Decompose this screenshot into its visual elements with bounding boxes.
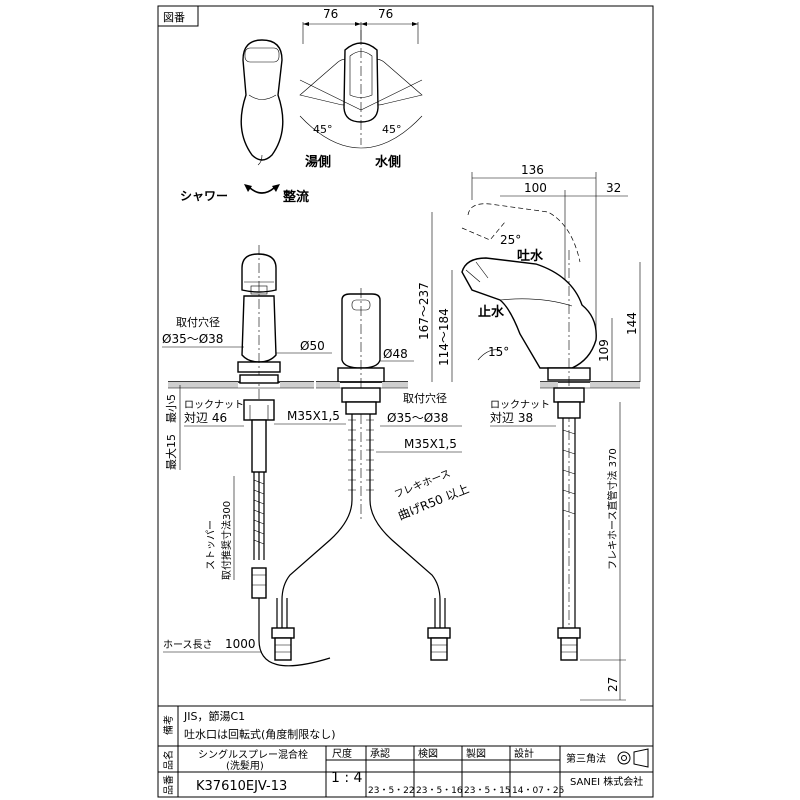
approve-date: 23・5・22 (368, 786, 415, 796)
side-spout-label: 吐水 (517, 248, 544, 264)
third-angle-projection-icon (617, 748, 649, 768)
side-dim-144: 144 (625, 312, 639, 335)
title-block: 備考 JIS，節湯C1 吐水口は回転式(角度制限なし) 品名 シングルスプレー混… (158, 705, 653, 797)
label-hot-side: 湯側 (305, 154, 331, 170)
top-view: 76 76 45° 45° 湯側 水側 (299, 7, 423, 170)
side-flex-straight: フレキホース直管寸法 370 (606, 448, 619, 570)
side-height-range2: 114～184 (437, 308, 451, 366)
front-mount-hole-title: 取付穴径 (176, 315, 220, 329)
handle-top-view (343, 42, 379, 123)
front-diameter: Ø50 (300, 339, 325, 353)
side-dim-136: 136 (521, 163, 544, 177)
center-mount-hole-title: 取付穴径 (403, 391, 447, 405)
side-locknut-title: ロックナット (490, 399, 550, 411)
side-view: 136 100 32 25° 吐水 止水 15° 167～237 (417, 163, 641, 701)
drawing-number-label: 図番 (163, 11, 185, 24)
scale-value: 1 : 4 (331, 770, 363, 786)
side-dim-27: 27 (606, 677, 620, 692)
check-label: 検図 (418, 747, 438, 760)
draft-label: 製図 (466, 747, 486, 760)
front-locknut-size: 対辺 46 (184, 411, 227, 425)
product-number: K37610EJV-13 (196, 779, 287, 794)
front-hose-length-label: ホース長さ (163, 639, 213, 651)
spray-mode-shower: シャワー (180, 189, 228, 203)
product-name-line1: シングルスプレー混合栓 (198, 748, 308, 761)
remarks-line2: 吐水口は回転式(角度制限なし) (184, 727, 336, 741)
side-dim-109: 109 (597, 339, 611, 362)
remarks-label: 備考 (162, 715, 175, 735)
name-label: 品名 (162, 750, 175, 770)
top-dim-right: 76 (378, 7, 393, 21)
center-thread: M35X1,5 (404, 437, 457, 451)
side-dim-100: 100 (524, 181, 547, 195)
front-thread: M35X1,5 (287, 409, 340, 423)
spray-head-top: シャワー 整流 (180, 39, 309, 205)
design-label: 設計 (514, 747, 534, 760)
side-locknut-size: 対辺 38 (490, 411, 533, 425)
drawing-number-box (157, 5, 199, 27)
side-stop-label: 止水 (478, 304, 505, 320)
center-diameter: Ø48 (383, 347, 408, 361)
check-date: 23・5・16 (416, 786, 463, 796)
scale-label: 尺度 (332, 747, 352, 760)
remarks-line1: JIS，節湯C1 (183, 709, 245, 723)
front-max-min: 最大15 最小5 (164, 394, 178, 470)
front-mount-hole-value: Ø35～Ø38 (162, 332, 223, 346)
front-stopper: ストッパー (205, 520, 217, 570)
approve-label: 承認 (370, 747, 390, 760)
angle-right: 45° (382, 123, 402, 136)
top-dim-left: 76 (323, 7, 338, 21)
label-cold-side: 水側 (375, 154, 401, 170)
drawing-frame (157, 5, 654, 798)
side-angle-25: 25° (500, 233, 521, 247)
projection-label: 第三角法 (566, 752, 606, 765)
draft-date: 23・5・15 (464, 786, 511, 796)
side-angle-15: 15° (488, 345, 509, 359)
design-date: 14・07・25 (512, 786, 564, 796)
angle-left: 45° (313, 123, 333, 136)
center-mount-hole-value: Ø35～Ø38 (387, 411, 448, 425)
company-name: SANEI 株式会社 (570, 775, 643, 788)
side-height-range1: 167～237 (417, 282, 431, 340)
front-stopper-dim: 取付推奨寸法300 (220, 501, 233, 580)
front-locknut-title: ロックナット (184, 399, 244, 411)
front-view: 取付穴径 Ø35～Ø38 Ø50 ロックナット 対辺 46 M35X1,5 最大… (162, 245, 346, 667)
spray-mode-stream: 整流 (282, 189, 309, 205)
side-dim-32: 32 (606, 181, 621, 195)
number-label: 品番 (163, 775, 175, 795)
product-name-line2: (洗髪用) (226, 760, 264, 772)
front-hose-length-value: 1000 (225, 637, 256, 651)
